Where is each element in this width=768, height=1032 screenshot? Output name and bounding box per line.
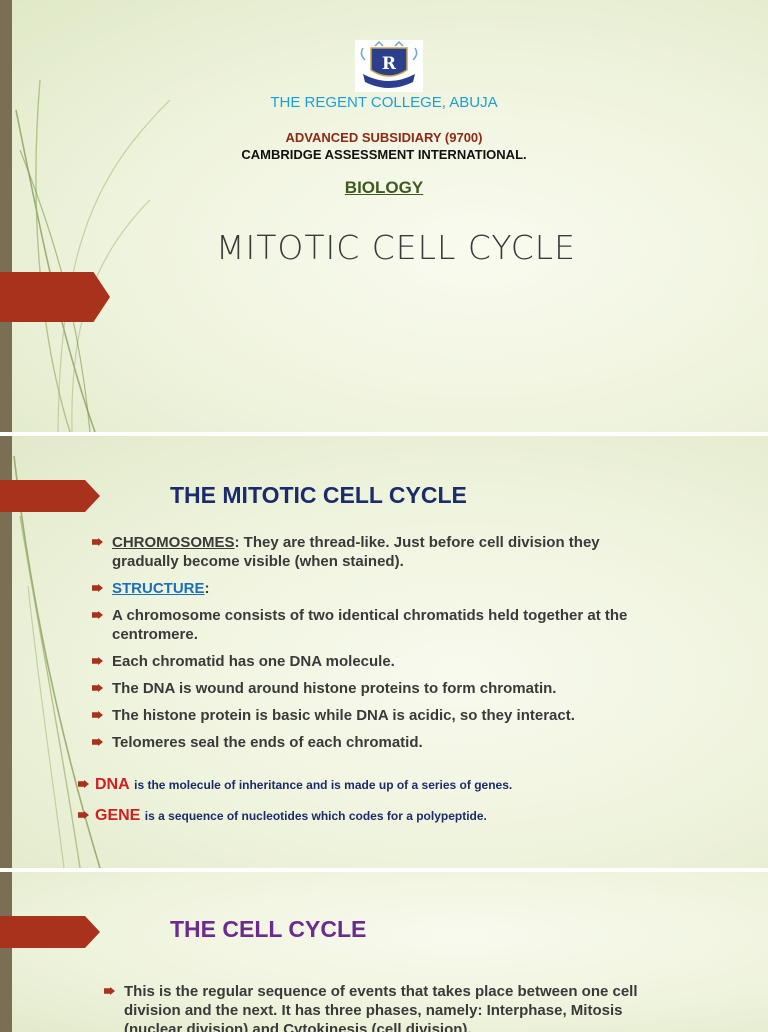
arrow-bullet-icon bbox=[92, 711, 103, 719]
list-item: Each chromatid has one DNA molecule. bbox=[92, 652, 652, 671]
bullet-text: The histone protein is basic while DNA i… bbox=[112, 707, 575, 724]
arrow-bullet-icon bbox=[78, 811, 89, 819]
arrow-bullet-icon bbox=[92, 611, 103, 619]
left-bar bbox=[0, 872, 12, 1032]
accent-tab bbox=[0, 916, 100, 948]
arrow-bullet-icon bbox=[92, 657, 103, 665]
bullet-text: A chromosome consists of two identical c… bbox=[112, 607, 628, 643]
left-bar bbox=[0, 0, 12, 432]
school-name: THE REGENT COLLEGE, ABUJA bbox=[270, 94, 498, 111]
bullet-text: This is the regular sequence of events t… bbox=[124, 983, 638, 1032]
bullet-label: CHROMOSOMES bbox=[112, 534, 235, 551]
slide-title: MITOTIC CELL CYCLE bbox=[215, 228, 576, 267]
bullet-list: This is the regular sequence of events t… bbox=[104, 982, 664, 1032]
bullet-text: Each chromatid has one DNA molecule. bbox=[112, 653, 395, 670]
list-item: This is the regular sequence of events t… bbox=[104, 982, 664, 1032]
bullet-text: The DNA is wound around histone proteins… bbox=[112, 680, 557, 697]
list-item: The histone protein is basic while DNA i… bbox=[92, 706, 652, 725]
decorative-lines bbox=[15, 79, 171, 432]
arrow-bullet-icon bbox=[92, 538, 103, 546]
subject-wrap: BIOLOGY bbox=[0, 178, 768, 198]
section-heading: THE MITOTIC CELL CYCLE bbox=[170, 482, 467, 508]
content-slide: THE MITOTIC CELL CYCLE CHROMOSOMES: They… bbox=[0, 436, 768, 868]
definition-text: is a sequence of nucleotides which codes… bbox=[144, 809, 487, 823]
section-heading: THE CELL CYCLE bbox=[170, 916, 367, 942]
bullet-list: CHROMOSOMES: They are thread-like. Just … bbox=[92, 533, 652, 752]
list-item: A chromosome consists of two identical c… bbox=[92, 606, 652, 644]
accent-tab bbox=[0, 480, 100, 512]
course-level: ADVANCED SUBSIDIARY (9700) bbox=[285, 130, 483, 145]
list-item: CHROMOSOMES: They are thread-like. Just … bbox=[92, 533, 652, 571]
crest-letter: R bbox=[382, 54, 397, 74]
bullet-text: : They are thread-like. Just before cell… bbox=[112, 534, 600, 570]
college-crest-icon: R bbox=[355, 40, 423, 92]
definition-dna: DNA is the molecule of inheritance and i… bbox=[78, 776, 512, 794]
definition-term: DNA bbox=[95, 776, 130, 793]
accent-tab bbox=[0, 272, 110, 322]
arrow-bullet-icon bbox=[92, 584, 103, 592]
arrow-bullet-icon bbox=[104, 987, 115, 995]
definition-gene: GENE is a sequence of nucleotides which … bbox=[78, 807, 487, 825]
bullet-text: : bbox=[204, 580, 210, 597]
slide-gap bbox=[0, 868, 768, 872]
definition-text: is the molecule of inheritance and is ma… bbox=[134, 778, 513, 792]
bullet-text: Telomeres seal the ends of each chromati… bbox=[112, 734, 423, 751]
list-item: STRUCTURE: bbox=[92, 579, 652, 598]
content-slide-partial: THE CELL CYCLE This is the regular seque… bbox=[0, 872, 768, 1032]
arrow-bullet-icon bbox=[92, 738, 103, 746]
exam-board: CAMBRIDGE ASSESSMENT INTERNATIONAL. bbox=[241, 147, 527, 162]
bullet-link[interactable]: STRUCTURE bbox=[112, 580, 205, 597]
subject-title: BIOLOGY bbox=[344, 178, 424, 197]
list-item: Telomeres seal the ends of each chromati… bbox=[92, 733, 652, 752]
arrow-bullet-icon bbox=[78, 780, 89, 788]
definition-term: GENE bbox=[95, 807, 141, 824]
list-item: The DNA is wound around histone proteins… bbox=[92, 679, 652, 698]
arrow-bullet-icon bbox=[92, 684, 103, 692]
title-slide: R THE REGENT COLLEGE, ABUJA ADVANCED SUB… bbox=[0, 0, 768, 432]
left-bar bbox=[0, 436, 12, 868]
slide-gap bbox=[0, 432, 768, 436]
